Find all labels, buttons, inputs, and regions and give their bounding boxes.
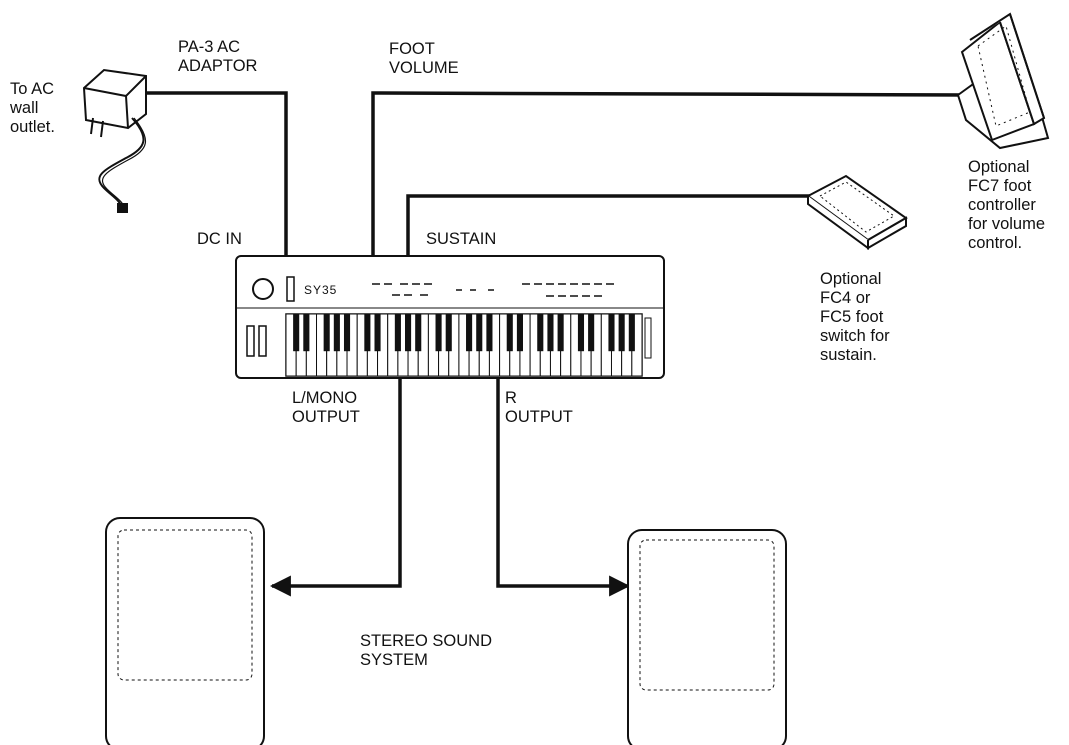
r-output-label: R OUTPUT <box>505 389 573 426</box>
right-speaker <box>627 529 787 745</box>
dc-in-cable <box>146 91 288 258</box>
fc7-description: Optional FC7 foot controller for volume … <box>968 158 1046 252</box>
black-key <box>557 314 564 352</box>
black-key <box>405 314 412 352</box>
black-key <box>506 314 513 352</box>
fc7-foot-controller <box>956 12 1050 150</box>
cables <box>146 91 969 597</box>
left-speaker <box>105 517 265 745</box>
black-key <box>547 314 554 352</box>
black-key <box>394 314 401 352</box>
black-key <box>476 314 483 352</box>
l-mono-output-label: L/MONO OUTPUT <box>292 389 360 426</box>
black-key <box>293 314 300 352</box>
control-panel-buttons <box>372 283 614 297</box>
black-key <box>466 314 473 352</box>
adaptor-label: PA-3 AC ADAPTOR <box>178 38 258 75</box>
black-key <box>516 314 523 352</box>
black-key <box>486 314 493 352</box>
keyboard-logo: SY35 <box>304 283 337 297</box>
black-key <box>445 314 452 352</box>
black-key <box>608 314 615 352</box>
black-key <box>577 314 585 352</box>
black-key <box>333 314 340 352</box>
black-key <box>435 314 442 352</box>
keyboard-sy35: SY35 <box>235 255 665 379</box>
foot-volume-cable <box>371 91 969 258</box>
r-output-cable <box>496 378 631 597</box>
black-key <box>628 314 635 352</box>
fc4-foot-switch <box>806 174 908 250</box>
black-key <box>415 314 422 352</box>
black-key <box>364 314 371 352</box>
stereo-system-label: STEREO SOUND SYSTEM <box>360 632 493 669</box>
dc-in-label: DC IN <box>197 230 242 248</box>
fc4-description: Optional FC4 or FC5 foot switch for sust… <box>820 270 890 364</box>
l-mono-output-cable <box>269 378 402 597</box>
black-key <box>303 314 310 352</box>
black-key <box>618 314 625 352</box>
black-key <box>343 314 351 352</box>
black-key <box>323 314 330 352</box>
black-key <box>537 314 544 352</box>
foot-volume-label: FOOT VOLUME <box>389 40 459 77</box>
sustain-cable <box>406 194 810 258</box>
keybed <box>285 313 643 377</box>
black-key <box>374 314 381 352</box>
ac-adaptor <box>82 68 147 213</box>
volume-knob-icon <box>252 278 274 300</box>
sustain-label: SUSTAIN <box>426 230 497 248</box>
ac-outlet-label: To AC wall outlet. <box>10 80 55 136</box>
black-key <box>588 314 595 352</box>
